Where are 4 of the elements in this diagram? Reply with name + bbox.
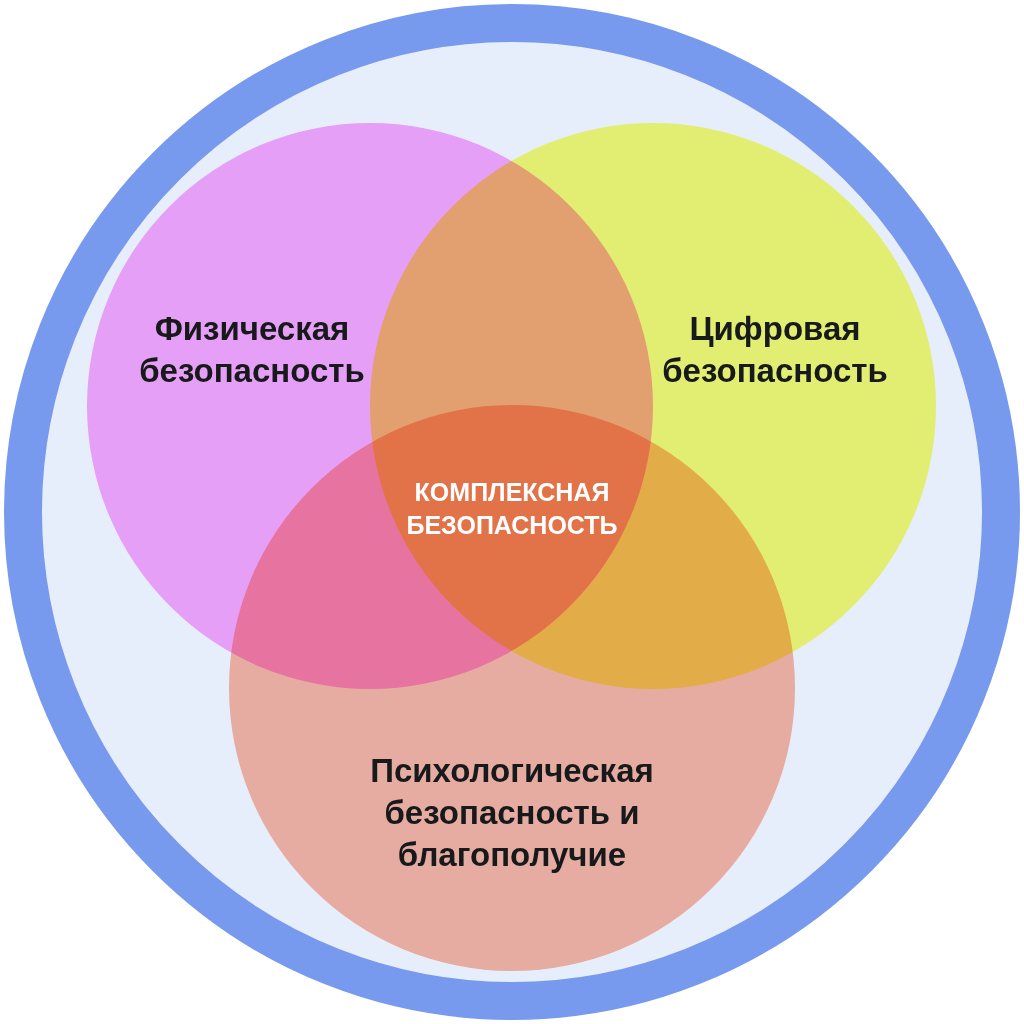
circle-label: Психологическая безопасность и благополучие	[369, 751, 655, 875]
circle-label: Физическая безопасность	[138, 309, 366, 391]
circle-label: Цифровая безопасность	[661, 309, 889, 391]
center-label: КОМПЛЕКСНАЯ БЕЗОПАСНОСТЬ	[405, 477, 619, 541]
